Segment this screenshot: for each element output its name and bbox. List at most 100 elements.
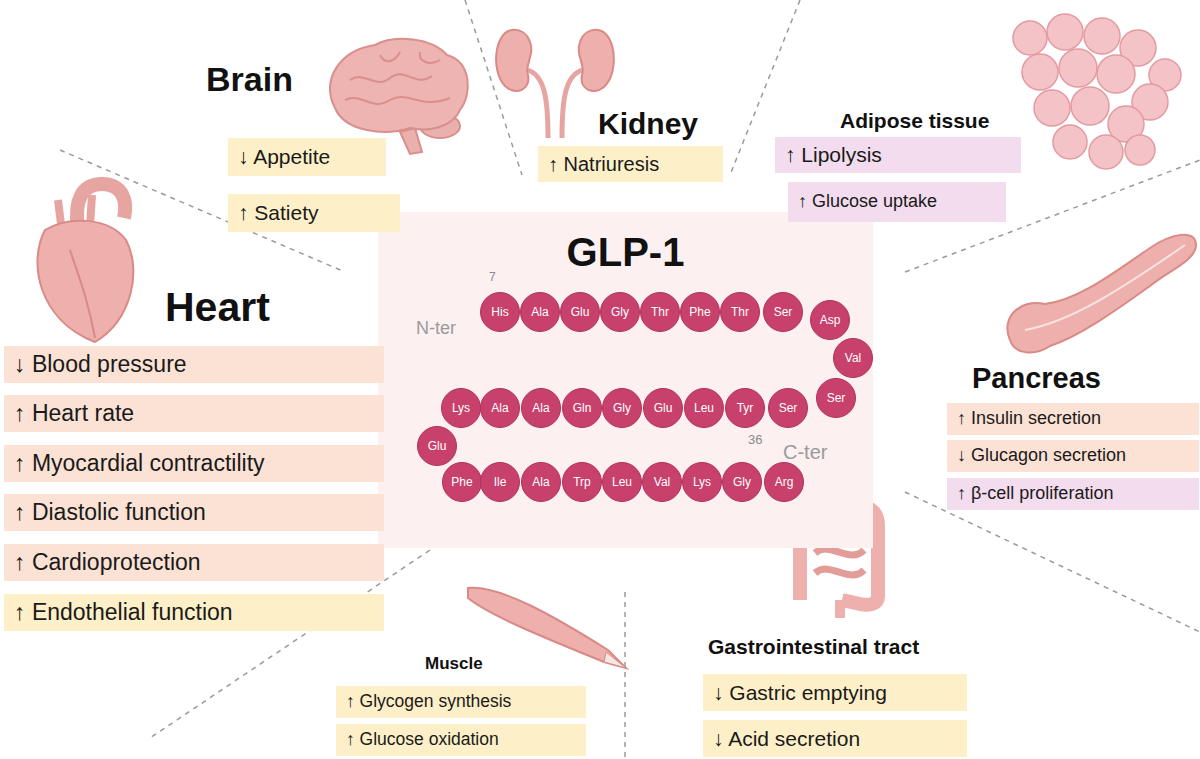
- effect-text: ↑ Endothelial function: [14, 600, 233, 625]
- residue-name: Ser: [768, 388, 808, 428]
- residue-name: Ser: [763, 292, 803, 332]
- amino-acid-circle: Ser: [763, 292, 803, 332]
- circle-fill: [563, 389, 602, 428]
- pancreas-shape: [1007, 235, 1196, 353]
- amino-acid-circle: Ala: [520, 292, 560, 332]
- cerebrum: [330, 39, 468, 132]
- circle-fill: [644, 389, 683, 428]
- effect-box: ↑ Insulin secretion: [947, 403, 1199, 435]
- effect-text: ↓ Appetite: [238, 145, 330, 168]
- amino-acid-circle: Ser: [768, 388, 808, 428]
- circle-fill: [521, 293, 560, 332]
- effect-text: ↑ Diastolic function: [14, 500, 206, 525]
- amino-acid-circle: Leu: [684, 388, 724, 428]
- brain-icon: [330, 39, 468, 154]
- residue-name: Val: [642, 462, 682, 502]
- divider-line: [905, 492, 1200, 632]
- amino-acid-circle: Lys: [441, 388, 481, 428]
- effect-text: ↓ Blood pressure: [14, 352, 187, 377]
- amino-acid-circle: Glu: [643, 388, 683, 428]
- rectum: [835, 600, 845, 618]
- effect-box: ↓ Blood pressure: [4, 346, 384, 383]
- residue-name: Glu: [643, 388, 683, 428]
- effect-box: ↓ Gastric emptying: [703, 674, 967, 711]
- heart-icon: [38, 184, 134, 342]
- circle-fill: [726, 389, 765, 428]
- circle-fill: [418, 427, 457, 466]
- residue-name: Phe: [680, 292, 720, 332]
- amino-acid-circle: Glu: [417, 426, 457, 466]
- residue-name: Lys: [441, 388, 481, 428]
- residue-name: Thr: [720, 292, 760, 332]
- effect-text: ↑ Heart rate: [14, 401, 134, 426]
- residue-name: Leu: [602, 462, 642, 502]
- fat-cell: [1097, 55, 1135, 93]
- residue-name: Ala: [520, 292, 560, 332]
- amino-acid-circle: Asp: [810, 300, 850, 340]
- circle-fill: [481, 389, 520, 428]
- circle-fill: [522, 463, 561, 502]
- circle-fill: [641, 293, 680, 332]
- residue-name: Ser: [816, 378, 856, 418]
- amino-acid-circle: Leu: [602, 462, 642, 502]
- amino-acid-circle: Gly: [722, 462, 762, 502]
- heart-body: [38, 221, 134, 342]
- organ-heading: Adipose tissue: [840, 110, 989, 131]
- effect-box: ↓ Glucagon secretion: [947, 440, 1199, 472]
- fat-cell: [1125, 135, 1155, 165]
- effect-text: ↑ Natriuresis: [548, 153, 659, 175]
- residue-name: Gly: [602, 388, 642, 428]
- ureter: [562, 70, 582, 138]
- chain-annotation: C-ter: [783, 442, 827, 462]
- fat-cell: [1047, 14, 1083, 50]
- chain-annotation: 7: [489, 271, 496, 283]
- muscle-icon: [468, 588, 626, 668]
- central-panel: GLP-1HisAlaGluGlyThrPheThrSerAspValSerSe…: [378, 212, 873, 548]
- chain-annotation: N-ter: [416, 319, 456, 337]
- circle-fill: [561, 293, 600, 332]
- residue-name: Tyr: [725, 388, 765, 428]
- organ-heading: Brain: [206, 62, 293, 96]
- residue-name: Phe: [442, 462, 482, 502]
- effect-text: ↓ Glucagon secretion: [957, 446, 1126, 466]
- circle-fill: [481, 293, 520, 332]
- divider-line: [624, 592, 626, 759]
- fat-cell: [1059, 49, 1097, 87]
- effect-box: ↑ Glycogen synthesis: [336, 686, 586, 718]
- residue-name: Gln: [562, 388, 602, 428]
- residue-name: Glu: [417, 426, 457, 466]
- effect-text: ↑ Glucose oxidation: [346, 730, 499, 749]
- residue-name: Arg: [764, 462, 804, 502]
- amino-acid-circle: Thr: [640, 292, 680, 332]
- pancreatic-duct: [1025, 245, 1185, 330]
- amino-acid-circle: Ala: [480, 388, 520, 428]
- fat-cell: [1071, 87, 1109, 125]
- amino-acid-circle: His: [480, 292, 520, 332]
- heart-groove: [70, 250, 95, 338]
- residue-name: Val: [833, 338, 873, 378]
- effect-box: ↑ Glucose oxidation: [336, 724, 586, 756]
- effect-text: ↑ Lipolysis: [785, 143, 882, 166]
- amino-acid-circle: Lys: [682, 462, 722, 502]
- amino-acid-circle: Phe: [442, 462, 482, 502]
- pancreas-icon: [1007, 235, 1196, 353]
- residue-name: Ala: [480, 388, 520, 428]
- organ-heading: Muscle: [425, 655, 483, 672]
- residue-name: Asp: [810, 300, 850, 340]
- effect-box: ↑ Myocardial contractility: [4, 445, 384, 482]
- circle-fill: [721, 293, 760, 332]
- residue-name: Trp: [562, 462, 602, 502]
- circle-fill: [834, 339, 873, 378]
- amino-acid-circle: Gln: [562, 388, 602, 428]
- effect-box: ↑ Lipolysis: [775, 137, 1021, 173]
- circle-fill: [683, 463, 722, 502]
- effect-text: ↑ Glycogen synthesis: [346, 692, 511, 711]
- effect-text: ↑ Satiety: [238, 201, 319, 224]
- fat-cell: [1013, 21, 1047, 55]
- fat-cell: [1089, 135, 1123, 169]
- muscle-shape: [468, 588, 626, 668]
- organ-heading: Gastrointestinal tract: [708, 636, 919, 657]
- effect-text: ↓ Gastric emptying: [713, 681, 887, 704]
- effect-text: ↑ β-cell proliferation: [957, 484, 1113, 504]
- tendon: [604, 652, 626, 668]
